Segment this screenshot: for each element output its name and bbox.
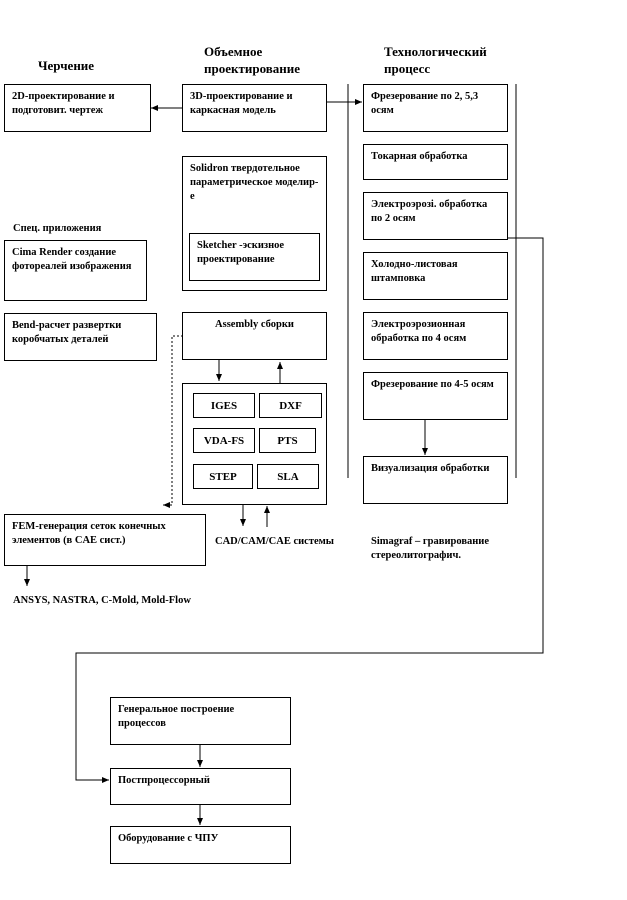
line-tech-to-postprocessor [75,237,544,783]
header-volume-design: Объемное проектирование [204,44,301,76]
box-cnc-equipment: Оборудование с ЧПУ [110,826,291,864]
box-fem: FEM-генерация сеток конечных элементов (… [4,514,206,566]
dotted-assembly-to-fem [163,335,183,508]
tech-item-milling-2-5-3: Фрезерование по 2, 5,3 осям [363,84,508,132]
box-visualization: Визуализация обработки [363,456,508,504]
header-tech-process: Технологический процесс [384,44,487,76]
solidron-label: Solidron твердотельное параметрическое м… [190,163,319,202]
format-pts: PTS [259,428,316,453]
tech-item-turning: Токарная обработка [363,144,508,180]
tech-item-milling-4-5: Фрезерование по 4-5 осям [363,372,508,420]
format-dxf: DXF [259,393,322,418]
format-iges: IGES [193,393,255,418]
box-2d-design: 2D-проектирование и подготовит. чертеж [4,84,151,132]
box-3d-design: 3D-проектирование и каркасная модель [182,84,327,132]
fem-targets: ANSYS, NASTRA, C-Mold, Mold-Flow [13,595,191,606]
tech-item-cold-stamping: Холодно-листовая штамповка [363,252,508,300]
special-apps-label: Спец. приложения [13,223,102,234]
tech-item-edm-2: Электроэрозi. обработка по 2 осям [363,192,508,240]
box-bend: Bend-расчет развертки коробчатых деталей [4,313,157,361]
format-vda-fs: VDA-FS [193,428,255,453]
header-drafting: Черчение [38,58,95,73]
box-cima-render: Cima Render создание фотореалей изображе… [4,240,147,301]
box-sketcher: Sketcher -эскизное проектирование [189,233,320,281]
cad-systems-label: CAD/CAM/CAE системы [215,536,334,547]
box-assembly: Assembly сборки [182,312,327,360]
format-step: STEP [193,464,253,489]
format-sla: SLA [257,464,319,489]
simagraf-label: Simagraf – гравирование стереолитографич… [371,536,489,561]
tech-item-edm-4: Электроэрозионная обработка по 4 осям [363,312,508,360]
box-general-construction: Генеральное построение процессов [110,697,291,745]
box-postprocessor: Постпроцессорный [110,768,291,805]
